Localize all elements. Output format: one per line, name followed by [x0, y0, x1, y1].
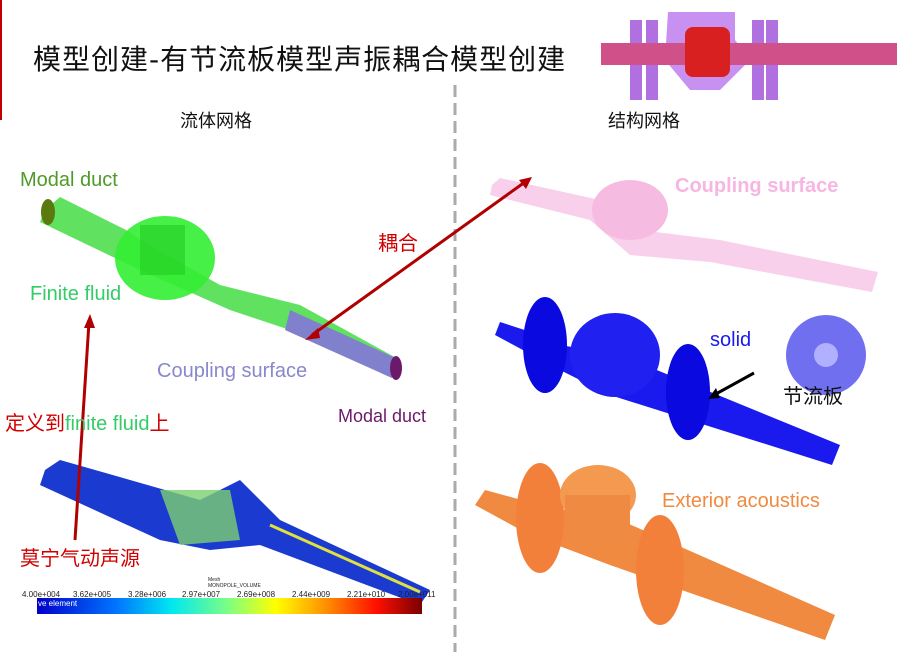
modal-duct-inlet-label: Modal duct [20, 169, 118, 191]
fluid-mesh-image [40, 197, 402, 380]
colorbar-tick: 3.62e+005 [73, 590, 112, 599]
define-mid: finite fluid [65, 413, 150, 435]
orifice-plate-label: 节流板 [783, 384, 843, 408]
colorbar-title-2: MONOPOLE_VOLUME [208, 583, 261, 589]
finite-fluid-label: Finite fluid [30, 283, 122, 305]
page-title: 模型创建-有节流板模型声振耦合模型创建 [33, 43, 567, 76]
modal-duct-outlet-label: Modal duct [338, 406, 427, 426]
structure-mesh-header: 结构网格 [608, 111, 680, 132]
valve-section-image [601, 12, 897, 100]
colorbar-tick: 2.44e+009 [292, 590, 331, 599]
colorbar-tick: 2.00e+011 [398, 590, 436, 599]
colorbar-tick: 4.00e+004 [22, 590, 61, 599]
define-arrow [73, 321, 91, 541]
exterior-acoustics-image [475, 463, 835, 640]
colorbar-tick: 3.28e+006 [128, 590, 167, 599]
solid-label: solid [710, 329, 752, 351]
solid-pointer-arrow [713, 371, 755, 397]
source-field-image [37, 460, 430, 614]
fluid-mesh-header: 流体网格 [180, 111, 252, 132]
colorbar-tick: 2.69e+008 [237, 590, 276, 599]
define-prefix: 定义到 [5, 413, 65, 435]
define-suffix: 上 [149, 413, 170, 435]
coupling-surface-structure-label: Coupling surface [675, 175, 839, 197]
colorbar-title-1: Mesh [208, 577, 221, 583]
coupling-surface-image [490, 178, 878, 292]
define-on-fluid-label: 定义到finite fluid上 [5, 407, 170, 436]
colorbar-tick: 2.97e+007 [182, 590, 221, 599]
solid-structure-image [495, 297, 866, 465]
colorbar-tick: 2.21e+010 [347, 590, 386, 599]
aero-source-label: 莫宁气动声源 [20, 548, 140, 570]
coupling-arrow [311, 180, 526, 337]
coupling-label: 耦合 [378, 233, 418, 255]
exterior-acoustics-label: Exterior acoustics [662, 490, 820, 512]
slide-edge-mark [0, 0, 2, 120]
colorbar-legend-text: ve element [38, 599, 78, 608]
coupling-surface-fluid-label: Coupling surface [157, 360, 308, 382]
colorbar [37, 598, 422, 614]
